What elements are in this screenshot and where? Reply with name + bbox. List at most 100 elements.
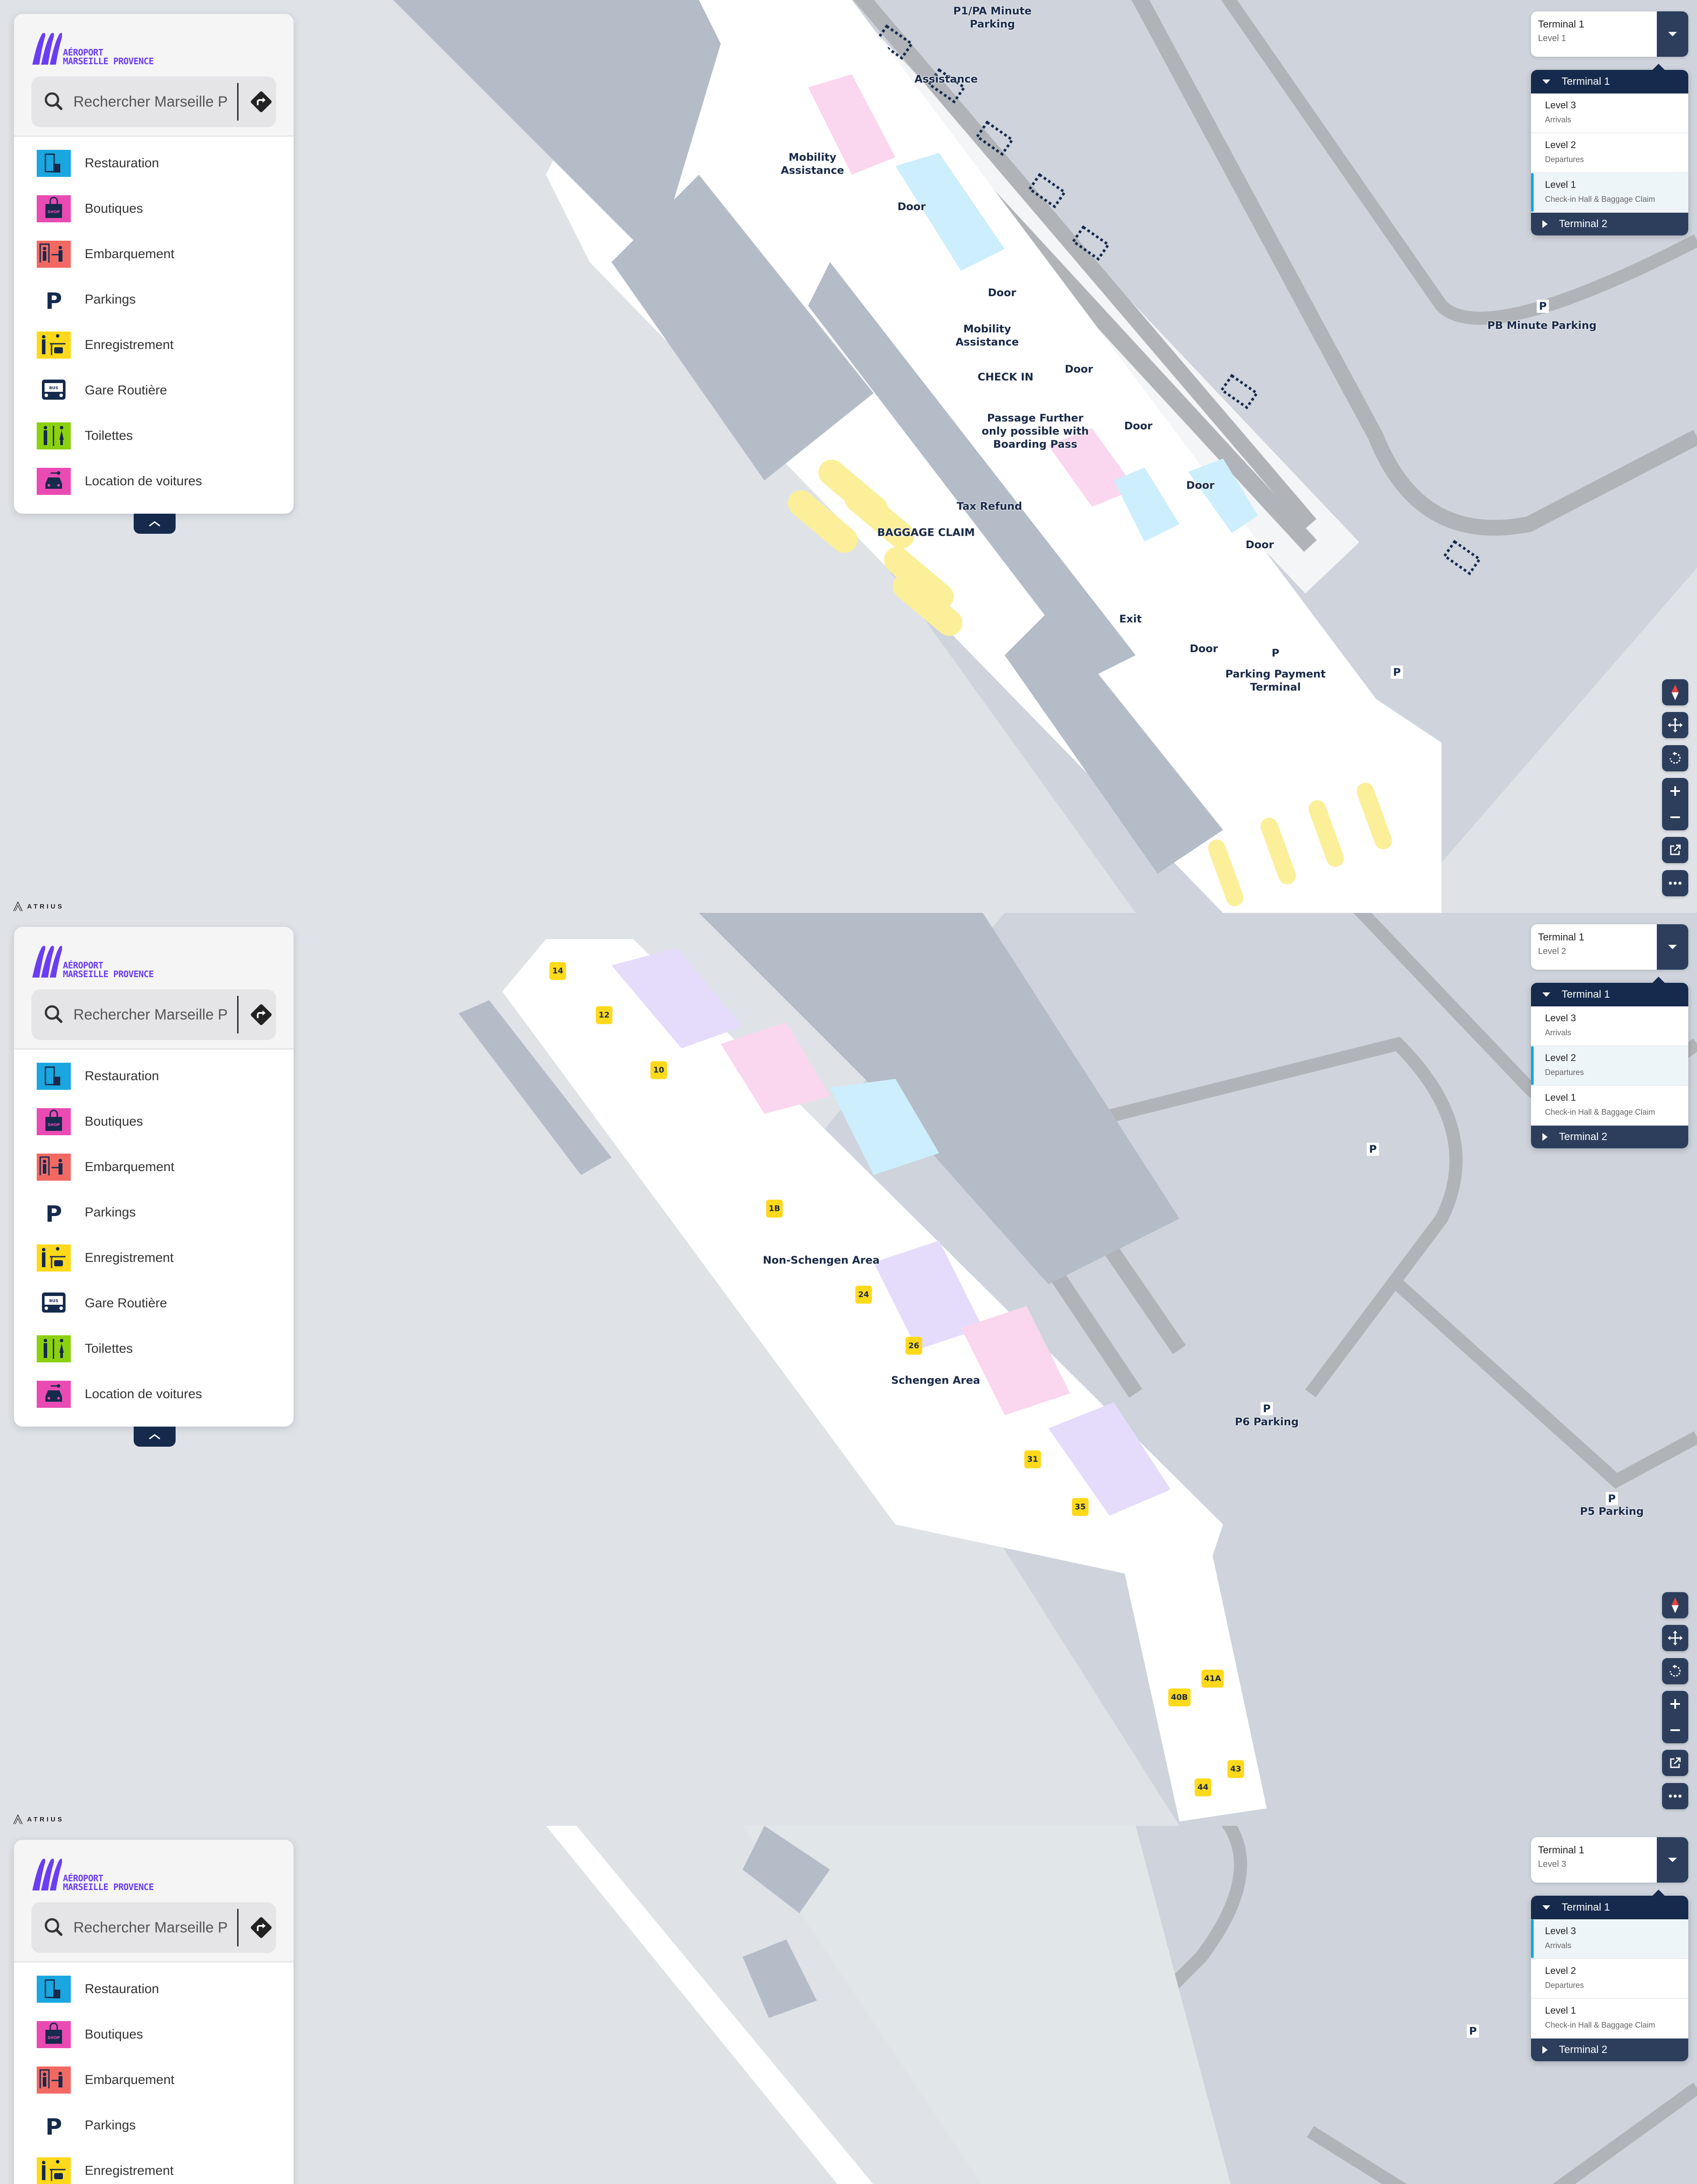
floor-selector-toggle[interactable] (1657, 924, 1688, 970)
gate-marker[interactable]: 1B (766, 1199, 783, 1218)
search-input[interactable] (73, 1918, 229, 1937)
pan-button[interactable] (1662, 1625, 1688, 1651)
directions-icon[interactable] (247, 1001, 275, 1029)
map-label[interactable]: CHECK IN (978, 371, 1033, 383)
map-label[interactable]: Assistance (914, 73, 978, 85)
map-label[interactable]: Door (1189, 643, 1218, 655)
category-restauration[interactable]: Restauration (14, 1058, 294, 1094)
gate-marker[interactable]: 44 (1195, 1778, 1211, 1797)
terminal-2-header[interactable]: Terminal 2 (1531, 213, 1688, 235)
category-embarquement[interactable]: Embarquement (14, 236, 294, 272)
map-label[interactable]: Mobility Assistance (781, 151, 844, 176)
reset-rotation-button[interactable] (1662, 745, 1688, 771)
map-label[interactable]: Tax Refund (957, 500, 1022, 512)
floor-selector-toggle[interactable] (1657, 11, 1688, 57)
collapse-sidebar-button[interactable] (134, 514, 176, 534)
map-label[interactable]: Door (1245, 539, 1274, 551)
gate-marker[interactable]: 43 (1227, 1760, 1244, 1778)
parking-marker-icon[interactable]: P (1367, 1143, 1379, 1156)
parking-marker-icon[interactable]: P (1269, 646, 1282, 660)
category-enregistrement[interactable]: Enregistrement (14, 2153, 294, 2184)
parking-marker-icon[interactable]: P (1606, 1492, 1618, 1505)
parking-marker-icon[interactable]: P (1537, 300, 1549, 313)
map-label[interactable]: Door (897, 200, 926, 213)
gate-marker[interactable]: 35 (1072, 1498, 1089, 1516)
map-label[interactable]: Parking Payment Terminal (1225, 668, 1326, 693)
map-label[interactable]: P1/PA Minute Parking (953, 5, 1032, 30)
pan-button[interactable] (1662, 712, 1688, 738)
map-label[interactable]: Non-Schengen Area (763, 1254, 880, 1266)
map-label[interactable]: BAGGAGE CLAIM (877, 526, 975, 539)
gate-marker[interactable]: 31 (1024, 1450, 1041, 1469)
map-label[interactable]: P5 Parking (1579, 1505, 1644, 1517)
directions-icon[interactable] (247, 88, 275, 116)
map-label[interactable]: Schengen Area (891, 1374, 980, 1386)
directions-icon[interactable] (247, 1914, 275, 1942)
open-external-button[interactable] (1662, 1750, 1688, 1776)
map-label[interactable]: Door (1124, 420, 1153, 432)
open-external-button[interactable] (1662, 837, 1688, 863)
collapse-sidebar-button[interactable] (134, 1427, 176, 1447)
gate-marker[interactable]: 26 (906, 1337, 922, 1355)
map-label[interactable]: P6 Parking (1234, 1416, 1299, 1428)
search-input[interactable] (73, 1006, 229, 1024)
floor-selector[interactable]: Terminal 1 Level 2 (1531, 924, 1688, 970)
gate-marker[interactable]: 10 (650, 1061, 667, 1079)
terminal-2-header[interactable]: Terminal 2 (1531, 1126, 1688, 1148)
floor-selector[interactable]: Terminal 1 Level 3 (1531, 1837, 1688, 1883)
terminal-1-header[interactable]: Terminal 1 (1531, 70, 1688, 93)
zoom-in-button[interactable] (1669, 1691, 1681, 1717)
map-label[interactable]: Mobility Assistance (955, 323, 1019, 348)
parking-marker-icon[interactable]: P (1261, 1402, 1273, 1415)
parking-marker-icon[interactable]: P (1391, 666, 1403, 679)
terminal-2-header[interactable]: Terminal 2 (1531, 2039, 1688, 2061)
category-location-de-voitures[interactable]: Location de voitures (14, 463, 294, 499)
compass-button[interactable] (1662, 679, 1688, 705)
gate-marker[interactable]: 40B (1168, 1688, 1191, 1707)
category-toilettes[interactable]: Toilettes (14, 1331, 294, 1366)
category-embarquement[interactable]: Embarquement (14, 2062, 294, 2098)
gate-marker[interactable]: 41A (1201, 1669, 1224, 1688)
more-options-button[interactable] (1662, 870, 1688, 896)
gate-marker[interactable]: 24 (855, 1286, 872, 1304)
category-toilettes[interactable]: Toilettes (14, 418, 294, 453)
parking-marker-icon[interactable]: P (1467, 2025, 1479, 2038)
category-restauration[interactable]: Restauration (14, 145, 294, 181)
floor-selector[interactable]: Terminal 1 Level 1 (1531, 11, 1688, 57)
map-label[interactable]: Door (1065, 363, 1093, 375)
gate-marker[interactable]: 14 (550, 962, 566, 980)
category-embarquement[interactable]: Embarquement (14, 1149, 294, 1185)
category-location-de-voitures[interactable]: Location de voitures (14, 1376, 294, 1412)
floor-selector-toggle[interactable] (1657, 1837, 1688, 1883)
map-label[interactable]: Door (988, 287, 1016, 299)
map-label[interactable]: PB Minute Parking (1487, 319, 1597, 332)
more-options-button[interactable] (1662, 1783, 1688, 1809)
reset-rotation-button[interactable] (1662, 1658, 1688, 1684)
category-enregistrement[interactable]: Enregistrement (14, 327, 294, 363)
zoom-out-button[interactable] (1669, 804, 1681, 830)
compass-button[interactable] (1662, 1592, 1688, 1618)
zoom-in-button[interactable] (1669, 778, 1681, 804)
zoom-out-button[interactable] (1669, 1717, 1681, 1743)
terminal-1-header[interactable]: Terminal 1 (1531, 1896, 1688, 1919)
gate-marker[interactable]: 12 (596, 1006, 612, 1024)
search-input[interactable] (73, 93, 229, 111)
map-label[interactable]: Passage Further only possible with Board… (982, 412, 1089, 450)
category-restauration[interactable]: Restauration (14, 1971, 294, 2007)
